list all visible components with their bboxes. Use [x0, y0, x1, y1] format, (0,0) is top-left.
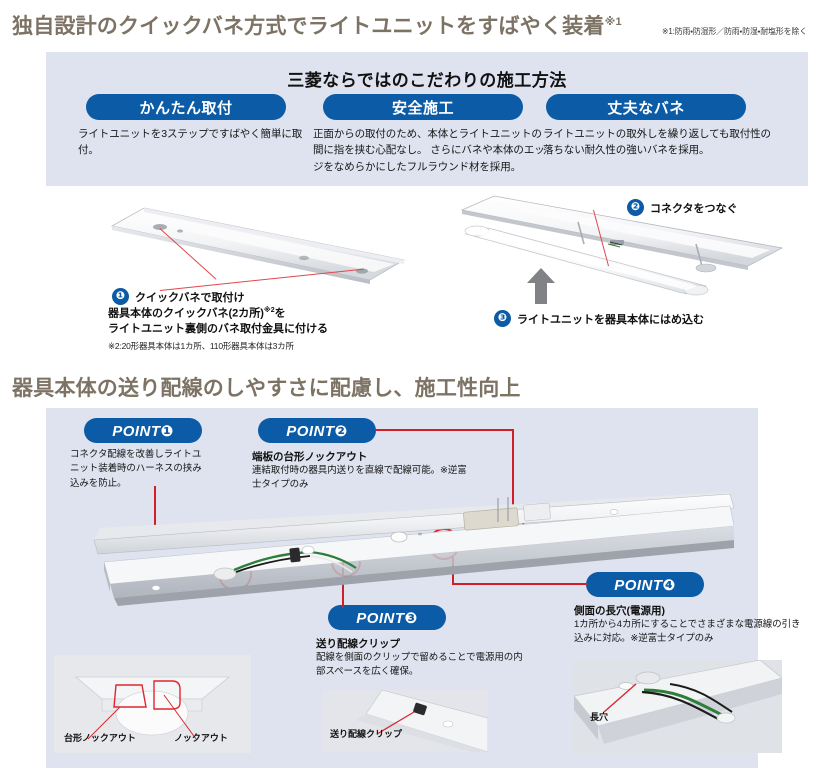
point1-connector-vertical	[154, 486, 156, 546]
step-detail-1-line1: 器具本体のクイックバネ(2カ所)※2を	[108, 306, 286, 323]
thumbnail-wiring-clip: 送り配線クリップ	[322, 690, 488, 752]
section1-heading-superscript: ※1	[604, 16, 622, 28]
point4-title: 側面の長穴(電源用)	[574, 605, 665, 617]
step-detail-1-superscript: ※2	[263, 307, 275, 314]
feature-body-safe-construction: 正面からの取付のため、本体とライトユニットの間に指を挟む心配なし。 さらにバネや…	[313, 128, 545, 173]
thumbnail1-caption-right: ノックアウト	[174, 733, 228, 743]
step-detail-1-text: 器具本体のクイックバネ(2カ所)	[108, 307, 264, 320]
step-label-2: コネクタをつなぐ	[650, 203, 738, 215]
step-label-3: ライトユニットを器具本体にはめ込む	[517, 314, 704, 326]
section1-heading-text: 独自設計のクイックバネ方式でライトユニットをすばやく装着	[12, 15, 605, 38]
section1-heading: 独自設計のクイックバネ方式でライトユニットをすばやく装着※1	[12, 10, 622, 40]
point4-body: 1カ所から4カ所にすることでさまざまな電源線の引き込みに対応。※逆富士タイプのみ	[574, 619, 801, 645]
feature-pill-safe-construction: 安全施工	[323, 94, 523, 120]
feature-pill-easy-install: かんたん取付	[86, 94, 286, 120]
step-note-1: ※2:20形器具本体は1カ所、110形器具本体は3カ所	[108, 341, 294, 351]
section1-heading-note: ※1:防雨・防湿形／防雨・防湿・耐塩形を除く	[661, 27, 807, 36]
wiring-clip-drawing	[322, 690, 488, 752]
endplate-knockout-drawing	[54, 655, 251, 753]
panel1-title: 三菱ならではのこだわりの施工方法	[287, 71, 567, 90]
step-detail-1-tail: を	[274, 307, 286, 320]
thumbnail1-caption-left: 台形ノックアウト	[64, 733, 136, 743]
thumbnail2-caption: 送り配線クリップ	[330, 729, 403, 739]
point3-title: 送り配線クリップ	[316, 638, 400, 650]
step-number-1: ❶	[112, 288, 129, 305]
fixture-exploded-drawing	[460, 195, 784, 296]
point1-pill: POINT❶	[84, 418, 202, 443]
step-detail-1-line2: ライトユニット裏側のバネ取付金具に付ける	[108, 323, 328, 335]
point2-pill: POINT❷	[258, 418, 376, 443]
feature-pill-strong-spring: 丈夫なバネ	[546, 94, 746, 120]
photo-fixture-wiring-detail	[94, 492, 734, 614]
photo-fixture-with-unit-step23	[460, 192, 790, 302]
step-number-3: ❸	[494, 310, 511, 327]
thumbnail3-caption: 長穴	[590, 712, 609, 722]
point4-pill: POINT❹	[586, 572, 704, 597]
section2-heading: 器具本体の送り配線のしやすさに配慮し、施工性向上	[12, 377, 521, 400]
point1-body: コネクタ配線を改善しライトユニット装着時のハーネスの挟み込みを防止。	[70, 449, 202, 489]
step-label-1: クイックバネで取付け	[135, 292, 245, 304]
thumbnail-long-slot: 長穴	[574, 660, 782, 753]
photo-fixture-housing-step1	[108, 198, 408, 288]
fixture-housing-drawing	[110, 207, 406, 284]
point4-connector-horizontal	[452, 583, 588, 585]
fixture-wiring-drawing	[94, 492, 734, 606]
point2-connector-vertical	[512, 429, 514, 534]
section1-panel: 三菱ならではのこだわりの施工方法 かんたん取付 安全施工 丈夫なバネ ライトユニ…	[46, 52, 808, 186]
point2-body: 連結取付時の器具内送りを直線で配線可能。※逆富士タイプのみ	[252, 465, 467, 491]
feature-body-strong-spring: ライトユニットの取外しを繰り返しても取付性の落ちない耐久性の強いバネを採用。	[543, 128, 771, 157]
point3-pill: POINT❸	[328, 605, 446, 630]
point2-connector-horizontal	[376, 429, 514, 431]
point2-title: 端板の台形ノックアウト	[252, 451, 368, 463]
long-slot-drawing	[574, 660, 782, 753]
installation-steps-figure: ❶ クイックバネで取付け 器具本体のクイックバネ(2カ所)※2を ライトユニット…	[0, 190, 815, 365]
step-number-2: ❷	[627, 199, 644, 216]
point3-body: 配線を側面のクリップで留めることで電源用の内部スペースを広く確保。	[316, 652, 523, 678]
feature-body-easy-install: ライトユニットを3ステップですばやく簡単に取付。	[78, 128, 303, 157]
thumbnail-endplate-knockout: 台形ノックアウト ノックアウト	[54, 655, 251, 753]
step3-up-arrow	[527, 268, 555, 304]
